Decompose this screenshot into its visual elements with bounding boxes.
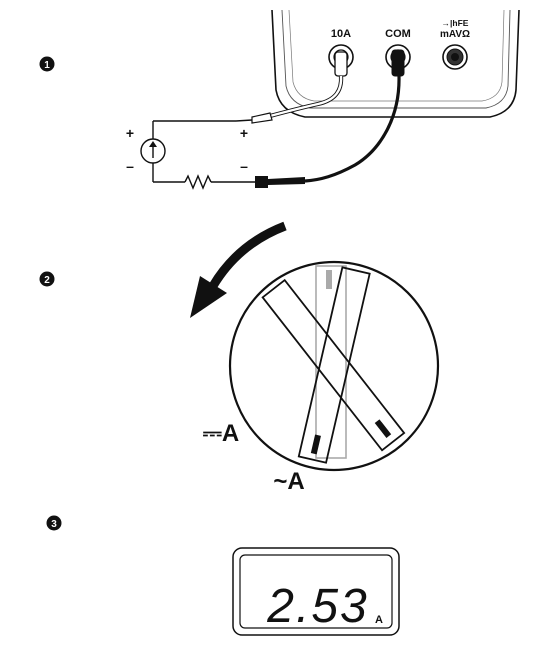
- source-minus-sign: –: [126, 158, 134, 174]
- lcd-reading: 2.53: [266, 580, 368, 633]
- dc-amps-label: ⎓A: [203, 420, 239, 447]
- jack-volts-ohms: →|hFE mAVΩ: [440, 18, 470, 70]
- step-2: 2 ⎓A ~A: [39, 221, 440, 495]
- probe-plus-sign: +: [240, 125, 248, 141]
- dial-knob-previous-position: [315, 265, 347, 459]
- step-1-number: 1: [44, 60, 50, 71]
- jack-com-label: COM: [385, 28, 411, 40]
- rotary-dial-closeup: [228, 260, 440, 472]
- source-plus-sign: +: [126, 125, 134, 141]
- step-1-badge: [39, 56, 55, 72]
- step-3: 3 2.53 A: [46, 515, 400, 636]
- resistor-symbol: [184, 174, 212, 190]
- positive-test-lead: [235, 51, 348, 124]
- probe-minus-sign: –: [240, 158, 248, 174]
- step-3-badge: [46, 515, 62, 531]
- rotate-counterclockwise-arrow-icon: [190, 221, 287, 318]
- lcd-unit: A: [375, 614, 383, 626]
- test-circuit: [140, 120, 236, 190]
- step-2-badge: [39, 271, 55, 287]
- ac-amps-label: ~A: [273, 468, 304, 495]
- dial-knob-ac-position: [297, 266, 371, 464]
- jack-vohm-label-top: →|hFE: [442, 18, 469, 28]
- common-test-lead: [236, 49, 405, 188]
- current-source-symbol: [140, 138, 166, 164]
- dial-knob-dc-position: [261, 278, 406, 452]
- jack-10a-label: 10A: [331, 28, 351, 40]
- step-3-number: 3: [51, 519, 57, 530]
- lcd-display: 2.53 A: [232, 547, 400, 636]
- jack-vohm-label-bottom: mAVΩ: [440, 29, 470, 40]
- step-2-number: 2: [44, 275, 50, 286]
- step-1: 1 10A COM →|hFE mAVΩ: [39, 9, 520, 190]
